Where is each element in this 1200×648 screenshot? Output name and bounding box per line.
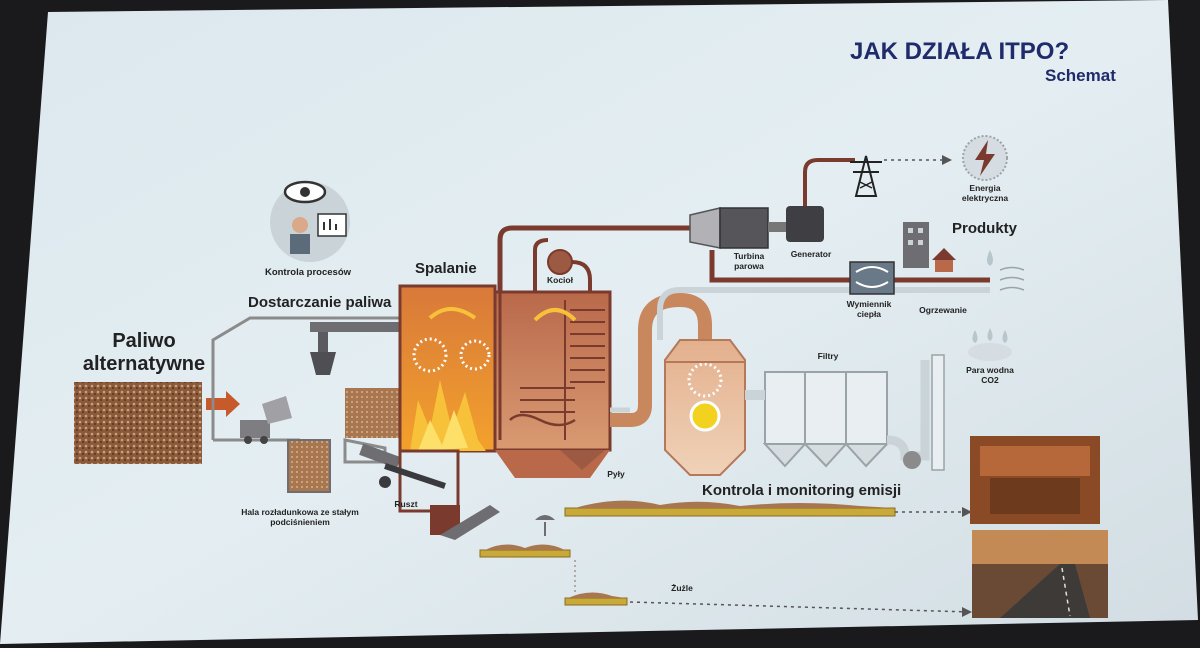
fuel-supply-label: Dostarczanie paliwa xyxy=(248,294,392,311)
grate xyxy=(384,463,446,489)
heat-exchanger-coils xyxy=(570,309,605,383)
heat-exchanger-label: Wymiennik ciepła xyxy=(846,299,892,319)
generator xyxy=(786,206,824,242)
water-drop-icon xyxy=(972,250,1025,343)
slide-title: JAK DZIAŁA ITPO? xyxy=(850,38,1070,65)
heating-label: Ogrzewanie xyxy=(919,305,967,315)
turbine xyxy=(689,207,721,249)
flue-gas-duct xyxy=(610,292,712,427)
grate-label: Ruszt xyxy=(394,499,418,509)
slide-subtitle: Schemat xyxy=(1045,66,1116,85)
power-cable xyxy=(803,158,855,206)
arrow-right-icon xyxy=(206,391,240,417)
combustion-label: Spalanie xyxy=(415,260,477,277)
slag-conveyor-lower xyxy=(564,597,628,606)
fuel-photo xyxy=(74,382,202,464)
grate-wheel xyxy=(379,476,391,488)
operator-icon xyxy=(292,217,308,233)
fuel-label: Paliwo alternatywne xyxy=(82,330,206,375)
fuel-pile xyxy=(345,388,403,438)
truck-icon xyxy=(240,420,270,438)
magnet-icon xyxy=(535,515,555,520)
dust-conveyor xyxy=(564,507,896,517)
crane-grab xyxy=(310,352,336,375)
fuel-bunker xyxy=(287,439,331,493)
generator-label: Generator xyxy=(790,249,832,259)
slag-label: Żużle xyxy=(671,583,693,593)
boiler-label: Kocioł xyxy=(547,275,573,285)
slag-conveyor-upper xyxy=(479,549,571,558)
turbine-label: Turbina parowa xyxy=(733,251,765,271)
unloading-hall-label: Hala rozładunkowa ze stałym podciśnienie… xyxy=(241,507,359,527)
feeder xyxy=(359,443,401,469)
power-tower-icon xyxy=(850,155,882,197)
electricity-label: Energia elektryczna xyxy=(961,183,1009,203)
steam-pipe xyxy=(497,225,690,292)
filters-label: Filtry xyxy=(817,351,839,361)
emission-control-label: Kontrola i monitoring emisji xyxy=(702,482,902,499)
steam-return-pipe xyxy=(709,250,990,283)
monitor-icon xyxy=(317,213,347,237)
house-icon xyxy=(932,248,956,272)
factory-icon xyxy=(903,222,929,268)
fan-icon xyxy=(903,451,921,469)
boiler-drum xyxy=(547,249,573,275)
chimney xyxy=(931,354,945,471)
products-label: Produkty xyxy=(952,220,1018,237)
condensate-pipe xyxy=(657,287,990,340)
dust-label: Pyły xyxy=(607,469,625,479)
lightning-icon xyxy=(962,135,1008,181)
flue-arrow xyxy=(428,307,477,320)
crane-rail xyxy=(310,322,402,332)
process-control-label: Kontrola procesów xyxy=(264,267,352,278)
water-vapor-label: Para wodna CO2 xyxy=(966,365,1014,385)
filters xyxy=(764,371,888,445)
